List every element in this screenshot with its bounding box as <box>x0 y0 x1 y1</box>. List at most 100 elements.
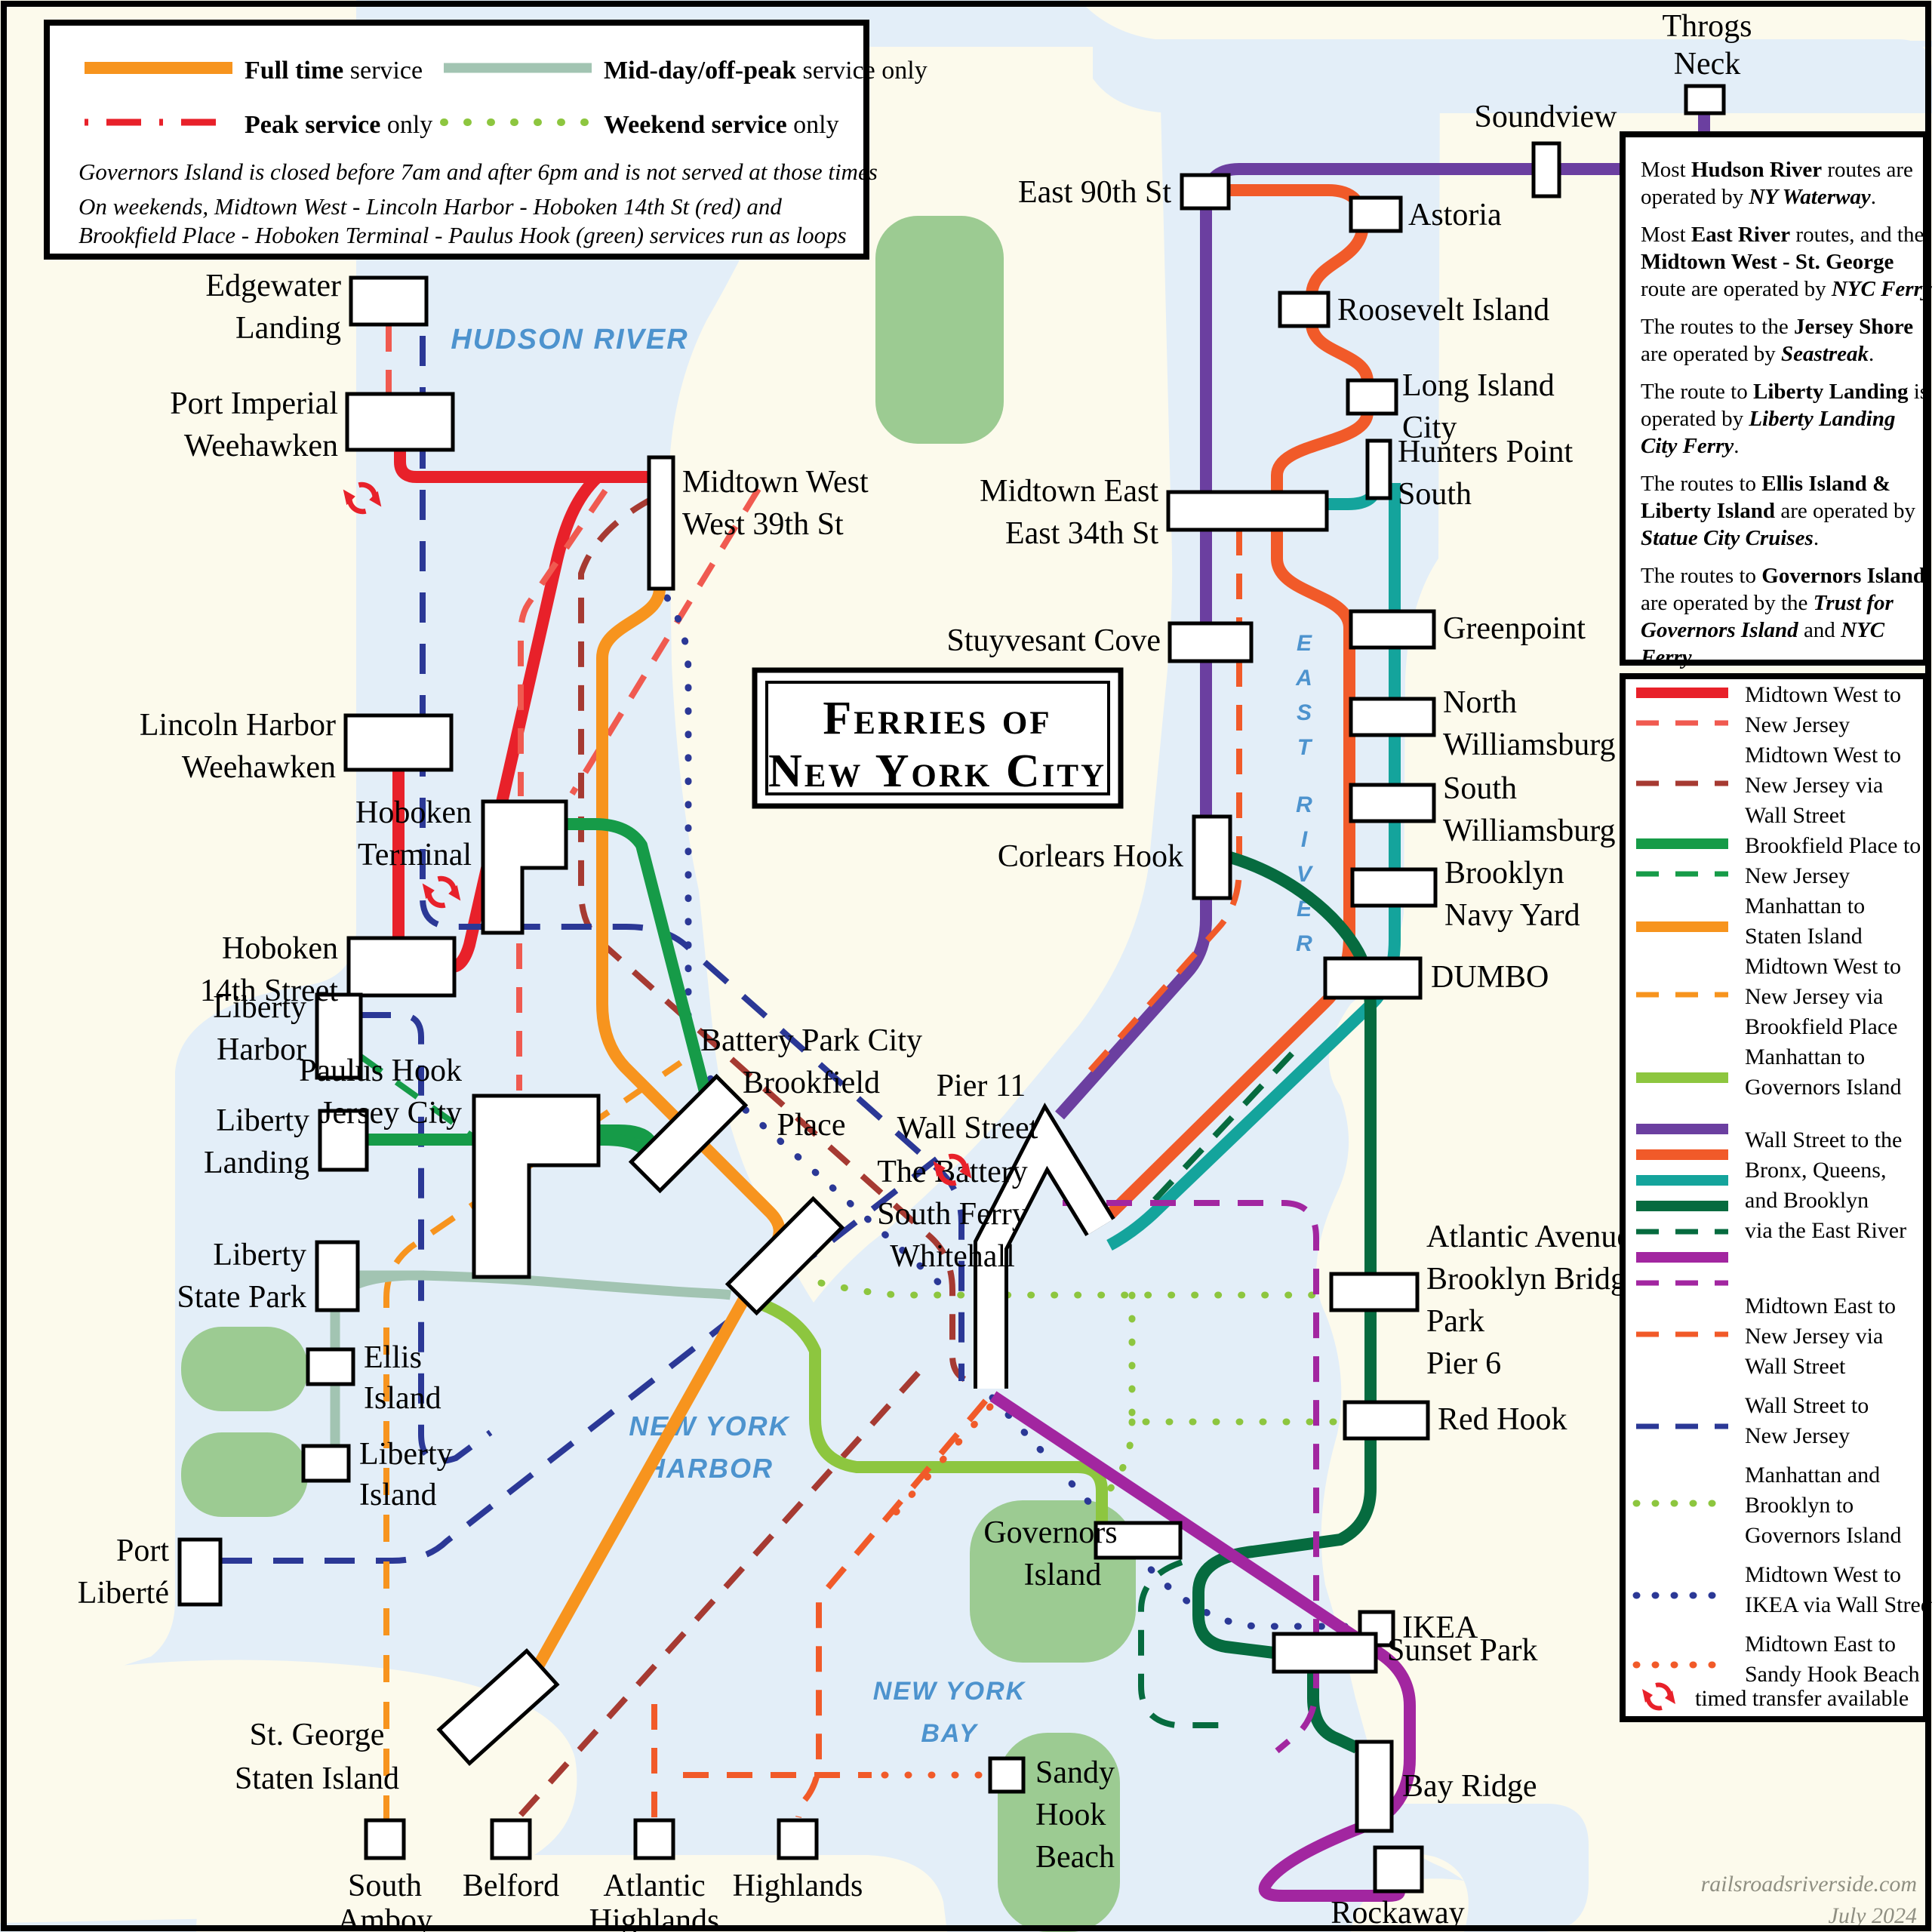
station-astoria <box>1349 195 1403 233</box>
station-east-90th <box>1180 173 1231 211</box>
station-red-hook <box>1343 1400 1430 1441</box>
transfer-pier-11-icon <box>933 1153 972 1186</box>
station-brookfield-place <box>628 1073 749 1194</box>
route-legend-label-3: New Jersey via <box>1745 773 1883 798</box>
info-line-10: The route to Liberty Landing is <box>1641 380 1928 404</box>
route-red-peak-d <box>569 487 761 796</box>
station-lincoln-harbor-label-0: Lincoln Harbor <box>140 708 336 743</box>
station-midtown-east <box>1166 490 1329 532</box>
station-sandy-hook-label-2: Beach <box>1035 1840 1115 1875</box>
transfer-pier-11-icon-head1 <box>959 1162 972 1179</box>
route-magenta-rockaway <box>989 1391 1416 1902</box>
station-corlears-hook-label-0: Corlears Hook <box>998 839 1183 874</box>
station-atlantic-avenue-label-1: Brooklyn Bridge <box>1426 1262 1640 1297</box>
station-atlantic-highlands-label-0: Atlantic <box>603 1869 705 1903</box>
route-legend-label-9: Midtown West to <box>1745 954 1901 979</box>
station-belford <box>490 1818 532 1860</box>
station-highlands-label-0: Highlands <box>733 1869 863 1903</box>
station-dumbo-label-0: DUMBO <box>1431 960 1549 995</box>
central-park <box>875 216 1004 444</box>
station-north-williamsburg <box>1349 697 1436 737</box>
station-lincoln-harbor <box>343 713 454 772</box>
label-east-river-letter-0: E <box>1297 631 1312 656</box>
station-red-hook-label-0: Red Hook <box>1438 1402 1567 1437</box>
station-liberty-harbor-label-0: Liberty <box>213 990 306 1025</box>
station-south-ferry <box>724 1195 845 1316</box>
ellis-island-park <box>181 1327 308 1411</box>
legend-note-0: Governors Island is closed before 7am an… <box>78 158 878 185</box>
label-east-river-letter-6: V <box>1297 862 1314 887</box>
station-dumbo <box>1323 956 1423 1000</box>
new-jersey-west <box>0 0 356 1706</box>
title-box-outer <box>752 667 1124 809</box>
station-port-imperial <box>345 392 455 452</box>
transfer-icon-layer <box>343 481 972 1186</box>
station-south-ferry-label-2: Whitehall <box>890 1239 1015 1274</box>
station-midtown-west-label-1: West 39th St <box>682 507 844 542</box>
station-belford-label-0: Belford <box>463 1869 559 1903</box>
route-green-paulus <box>598 1124 660 1152</box>
station-brookfield-place-label-0: Battery Park City <box>700 1023 922 1058</box>
station-sandy-hook-label-1: Hook <box>1035 1798 1106 1832</box>
station-liberty-island-label-0: Liberty <box>359 1437 453 1472</box>
station-lincoln-harbor-label-1: Weehawken <box>182 750 336 785</box>
legend-label-peak: Peak service only <box>245 111 432 139</box>
route-legend-label-26: Midtown West to <box>1745 1562 1901 1587</box>
station-st-george-label-0: St. George <box>250 1718 385 1752</box>
station-throgs-neck-label-1: Neck <box>1674 47 1741 82</box>
station-stuyvesant-cove <box>1168 621 1254 663</box>
transfer-hoboken-terminal-icon-head2 <box>422 883 435 900</box>
route-legend-label-21: Wall Street to <box>1745 1393 1869 1418</box>
station-atlantic-avenue-label-3: Pier 6 <box>1426 1346 1501 1381</box>
route-legend-transfer-label: timed transfer available <box>1695 1686 1909 1711</box>
station-east-90th-label-0: East 90th St <box>1018 175 1171 210</box>
route-green-hoboken <box>566 818 714 1105</box>
route-dkgreen-main <box>1192 851 1377 1754</box>
route-navy-portliberte <box>222 1153 943 1564</box>
station-edgewater-landing <box>349 275 429 327</box>
route-legend-label-10: New Jersey via <box>1745 984 1883 1009</box>
route-orange-dash <box>383 1060 683 1823</box>
route-legend-label-14: Wall Street to the <box>1745 1128 1902 1152</box>
route-legend-label-23: Manhattan and <box>1745 1463 1880 1487</box>
station-ellis-island-label-0: Ellis <box>364 1340 422 1375</box>
route-legend-label-15: Bronx, Queens, <box>1745 1158 1886 1183</box>
station-corlears-hook <box>1192 814 1232 900</box>
map-title-line1: Ferries of <box>823 693 1051 744</box>
station-brooklyn-navy-yard-label-1: Navy Yard <box>1444 898 1580 933</box>
route-red-peak-b <box>518 488 608 796</box>
station-brookfield-place-label-2: Place <box>777 1108 846 1143</box>
route-maroon-wallst <box>578 495 986 1386</box>
station-port-liberte-label-0: Port <box>116 1534 169 1568</box>
station-pier-11 <box>977 1110 1112 1389</box>
label-east-river-letter-4: R <box>1296 792 1312 817</box>
station-north-williamsburg-label-1: Williamsburg <box>1443 728 1616 762</box>
station-astoria-label-0: Astoria <box>1408 198 1502 232</box>
label-ny-bay-1: NEW YORK <box>873 1677 1026 1706</box>
label-east-river-letter-1: A <box>1295 666 1312 691</box>
info-line-8: are operated by Seastreak. <box>1641 342 1874 366</box>
transfer-port-imperial-icon-head2 <box>343 489 355 506</box>
station-liberty-state-park-label-1: State Park <box>177 1280 306 1315</box>
route-red-midtown <box>394 451 651 483</box>
station-south-williamsburg <box>1349 783 1436 823</box>
nj-bayshore <box>196 1855 947 1932</box>
route-dkgreen-dash <box>1138 1051 1294 1728</box>
station-edgewater-landing-label-0: Edgewater <box>205 269 341 303</box>
station-paulus-hook-label-0: Paulus Hook <box>299 1054 462 1088</box>
station-greenpoint <box>1349 609 1436 650</box>
station-paulus-hook-label-1: Jersey City <box>320 1096 462 1131</box>
station-st-george <box>436 1647 560 1767</box>
rockaway-inlet <box>1177 1804 1589 1932</box>
route-legend-label-29: Sandy Hook Beach <box>1745 1662 1920 1687</box>
info-line-7: The routes to the Jersey Shore <box>1641 315 1913 339</box>
label-east-river-letter-5: I <box>1301 827 1308 852</box>
station-liberty-island-label-1: Island <box>359 1478 437 1512</box>
legend-label-midday: Mid-day/off-peak service only <box>604 57 928 85</box>
route-legend-label-18: Midtown East to <box>1745 1294 1896 1318</box>
station-governors-island <box>1094 1521 1183 1560</box>
route-maroon-belford <box>518 1358 932 1817</box>
